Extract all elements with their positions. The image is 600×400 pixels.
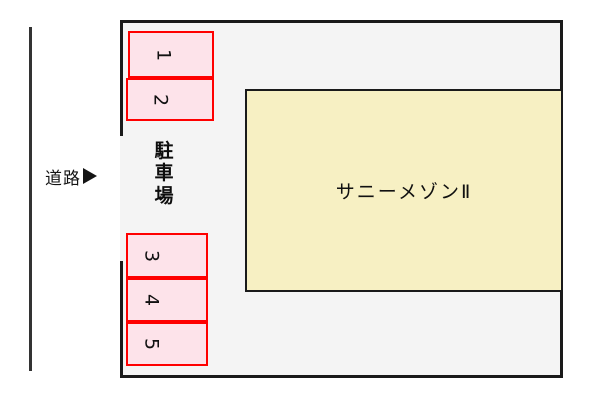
parking-stall-number: 5 — [140, 337, 163, 351]
lot-left-wall-lower — [120, 261, 123, 378]
lot-left-wall-upper — [120, 20, 123, 136]
parking-stall[interactable]: 2 — [126, 78, 214, 121]
parking-stall-number: 3 — [140, 249, 163, 262]
parking-stall[interactable]: 1 — [128, 31, 214, 78]
parking-stall-number: 1 — [152, 48, 175, 61]
building-footprint[interactable]: サニーメゾンⅡ — [245, 89, 563, 292]
building-name-label: サニーメゾンⅡ — [335, 181, 473, 203]
road-boundary-line — [29, 27, 32, 371]
parking-label-char-1: 駐 — [154, 140, 174, 162]
parking-stall-number: 4 — [140, 293, 163, 307]
road-label-group: 道路 — [45, 168, 97, 191]
right-triangle-arrow-icon — [83, 168, 97, 184]
parking-area-label: 駐 車 場 — [152, 140, 176, 207]
parking-stall[interactable]: 5 — [126, 322, 208, 366]
parking-stall[interactable]: 4 — [126, 278, 208, 322]
parking-label-char-3: 場 — [154, 184, 174, 207]
parking-stall-number: 2 — [149, 93, 172, 106]
road-label: 道路 — [45, 169, 81, 189]
parking-label-char-2: 車 — [154, 162, 174, 185]
parking-stall[interactable]: 3 — [126, 233, 208, 278]
